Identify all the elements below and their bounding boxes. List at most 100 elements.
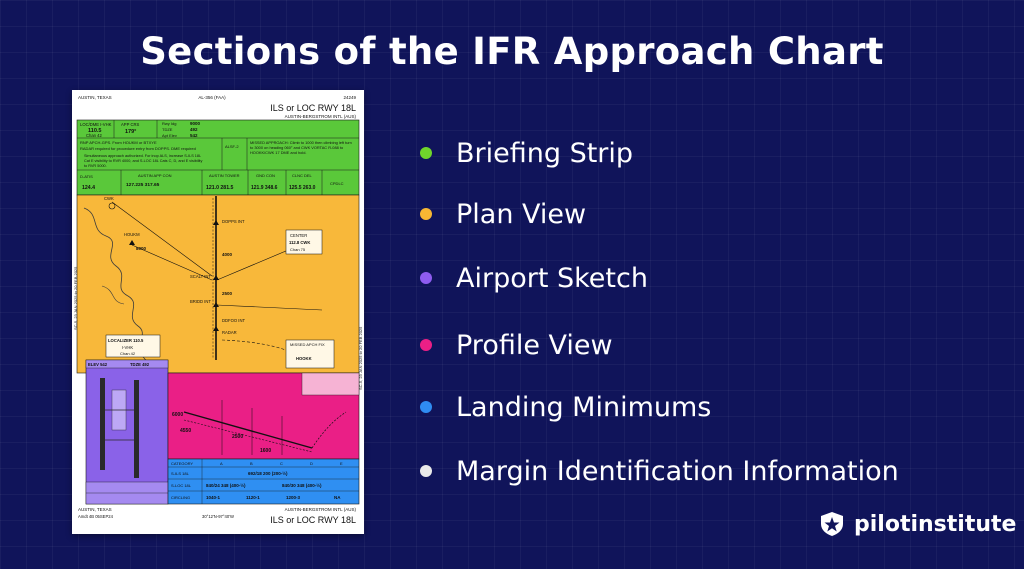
river-line xyxy=(83,207,157,374)
app-crs-label: APP CRS xyxy=(121,122,140,127)
freq-1-label: AUSTIN APP CON xyxy=(138,173,172,178)
freq-4-value: 125.5 263.0 xyxy=(289,185,316,191)
min-header-d: D xyxy=(310,461,313,466)
freq-4-label: CLNC DEL xyxy=(292,173,313,178)
landing-minimums: CATEGORY A B C D E S-ILS 18L 692/18 200 … xyxy=(167,458,360,505)
missed-fix-label: MISSED APCH FIX xyxy=(290,342,325,347)
bridd-fix-marker xyxy=(213,302,219,307)
app-crs: 179° xyxy=(125,129,136,135)
legend-item-airport-sketch: Airport Sketch xyxy=(420,258,648,298)
freq-0-value: 124.4 xyxy=(82,185,95,191)
city-top: AUSTIN, TEXAS xyxy=(78,95,112,100)
loc-chan: Chan 42 xyxy=(86,133,103,138)
missed-approach-icons xyxy=(301,372,360,396)
airport-bottom: AUSTIN-BERGSTROM INTL (AUS) xyxy=(285,507,357,512)
tdze-label: TDZE xyxy=(162,127,173,132)
ddfoo-fix-marker xyxy=(213,326,219,331)
profile-alt-6000: 6000 xyxy=(172,412,183,418)
radar-note: RADAR required for procedure entry from … xyxy=(80,146,196,151)
legend-label-airport-sketch: Airport Sketch xyxy=(456,262,648,294)
min-row-0-label: S-ILS 18L xyxy=(171,471,190,476)
simul-note: Simultaneous approach authorized. For in… xyxy=(84,154,201,158)
slide-title: Sections of the IFR Approach Chart xyxy=(140,30,884,73)
center-vortac-box xyxy=(285,229,323,255)
legend-item-briefing-strip: Briefing Strip xyxy=(420,133,633,173)
legend-item-margin-identification: Margin Identification Information xyxy=(420,451,899,491)
alt-4000: 4000 xyxy=(222,252,233,257)
legend-label-landing-minimums: Landing Minimums xyxy=(456,391,712,423)
missed-approach-path xyxy=(221,339,313,367)
freq-0-label: D-ATIS xyxy=(80,174,93,179)
missed-approach-note: MISSED APPROACH: Climb to 1000 then clim… xyxy=(250,140,352,155)
apt-elev-label: Apt Elev xyxy=(162,133,177,138)
bridd-label: BRIDD INT xyxy=(190,299,211,304)
amdt: Amdt 4B 05SEP24 xyxy=(78,514,114,519)
houkm-label: HOUKM xyxy=(124,232,140,237)
freq-2-value: 121.0 281.5 xyxy=(206,185,234,191)
freq-5-label: CPDLC xyxy=(330,181,344,186)
dopps-fix-marker xyxy=(213,220,219,225)
rwy-idg-label: Rwy Idg xyxy=(162,121,176,126)
legend-label-plan-view: Plan View xyxy=(456,198,587,230)
legend-dot-profile-view xyxy=(420,339,432,351)
runway-18r-36l xyxy=(100,378,105,470)
rwy-idg: 9000 xyxy=(190,121,201,126)
feeder-route-houkm xyxy=(131,244,213,281)
procedure-bottom: ILS or LOC RWY 18L xyxy=(270,515,356,525)
approach-chart-graphic: AUSTIN, TEXAS AL-356 (FAA) 24249 ILS or … xyxy=(73,95,363,525)
min-header-a: A xyxy=(220,461,223,466)
legend-dot-margin-identification xyxy=(420,465,432,477)
margin-left-text: SC-5, 23 JAN 2025 to 20 FEB 2025 xyxy=(73,266,78,330)
feeder-route-cwk xyxy=(111,201,213,277)
approach-chart: AUSTIN, TEXAS AL-356 (FAA) 24249 ILS or … xyxy=(72,90,364,534)
margin-right-text: SC-5, 23 JAN 2025 to 20 FEB 2025 xyxy=(358,326,363,390)
ivhk-label: I-VHK xyxy=(122,345,133,350)
center-label: CENTER xyxy=(290,233,307,238)
airport-sketch: ELEV 542 TDZE 492 xyxy=(85,359,169,505)
localizer-label: LOCALIZER 110.5 xyxy=(108,338,144,343)
brand-logo: pilotinstitute xyxy=(818,509,1016,539)
profile-alt-2500: 2500 xyxy=(232,434,243,440)
legend-label-profile-view: Profile View xyxy=(456,329,613,361)
legend-label-briefing-strip: Briefing Strip xyxy=(456,137,634,169)
min-header-c: C xyxy=(280,461,283,466)
radar-label: RADAR xyxy=(222,330,237,335)
simul-note-3: to RVR 5000. xyxy=(84,164,107,168)
loc-freq: 110.5 xyxy=(88,128,101,134)
hookk-label: HOOKK xyxy=(296,356,312,361)
elev-label: ELEV 542 xyxy=(88,362,108,367)
coords: 30°12'N-97°40'W xyxy=(202,514,234,519)
briefing-strip: LOC/DME I-VHK 110.5 Chan 42 APP CRS 179°… xyxy=(76,119,360,196)
legend-item-landing-minimums: Landing Minimums xyxy=(420,387,711,427)
glideslope-line xyxy=(183,411,313,449)
min-row-2-value3: 1200-3 xyxy=(286,495,301,500)
city-bottom: AUSTIN, TEXAS xyxy=(78,507,112,512)
legend-dot-briefing-strip xyxy=(420,147,432,159)
dopps-label: DOPPS INT xyxy=(222,219,245,224)
houkm-fix-marker xyxy=(129,240,135,245)
legend-dot-plan-view xyxy=(420,208,432,220)
freq-2-label: AUSTIN TOWER xyxy=(209,173,240,178)
legend-dot-landing-minimums xyxy=(420,401,432,413)
cwk-label: CWK xyxy=(104,196,114,201)
runway-18l-36r xyxy=(134,380,139,478)
min-row-1-value: 840/24 348 (400-½) xyxy=(206,482,246,488)
min-header-category: CATEGORY xyxy=(171,461,193,466)
center-freq: 112.8 CWK xyxy=(289,240,310,245)
min-row-2-value4: NA xyxy=(334,495,341,500)
rnp-note: RNP APCH-GPS. From HOUKM or BTXYE xyxy=(80,140,157,145)
brand-name: pilotinstitute xyxy=(854,511,1017,537)
missed-fix-box xyxy=(285,339,335,369)
airport-name: AUSTIN-BERGSTROM INTL (AUS) xyxy=(285,114,357,119)
missed-approach-note-box: MISSED APPROACH: Climb to 1000 then clim… xyxy=(250,140,352,155)
min-row-1-value2: 840/30 348 (400-½) xyxy=(282,482,322,488)
min-row-2-value: 1040-1 xyxy=(206,495,221,500)
scalt-fix-marker xyxy=(213,275,219,280)
min-row-1-label: S-LOC 18L xyxy=(171,483,192,488)
freq-3-value: 121.9 348.6 xyxy=(251,185,278,191)
loc-chan-label: Chan 42 xyxy=(120,351,136,356)
tdze: 492 xyxy=(190,127,198,132)
star-shield-icon xyxy=(821,512,843,536)
missed-climb-path xyxy=(311,411,347,449)
plan-view: CWK DOPPS INT HOUKM 8000 4000 SCALT INT … xyxy=(76,194,360,374)
